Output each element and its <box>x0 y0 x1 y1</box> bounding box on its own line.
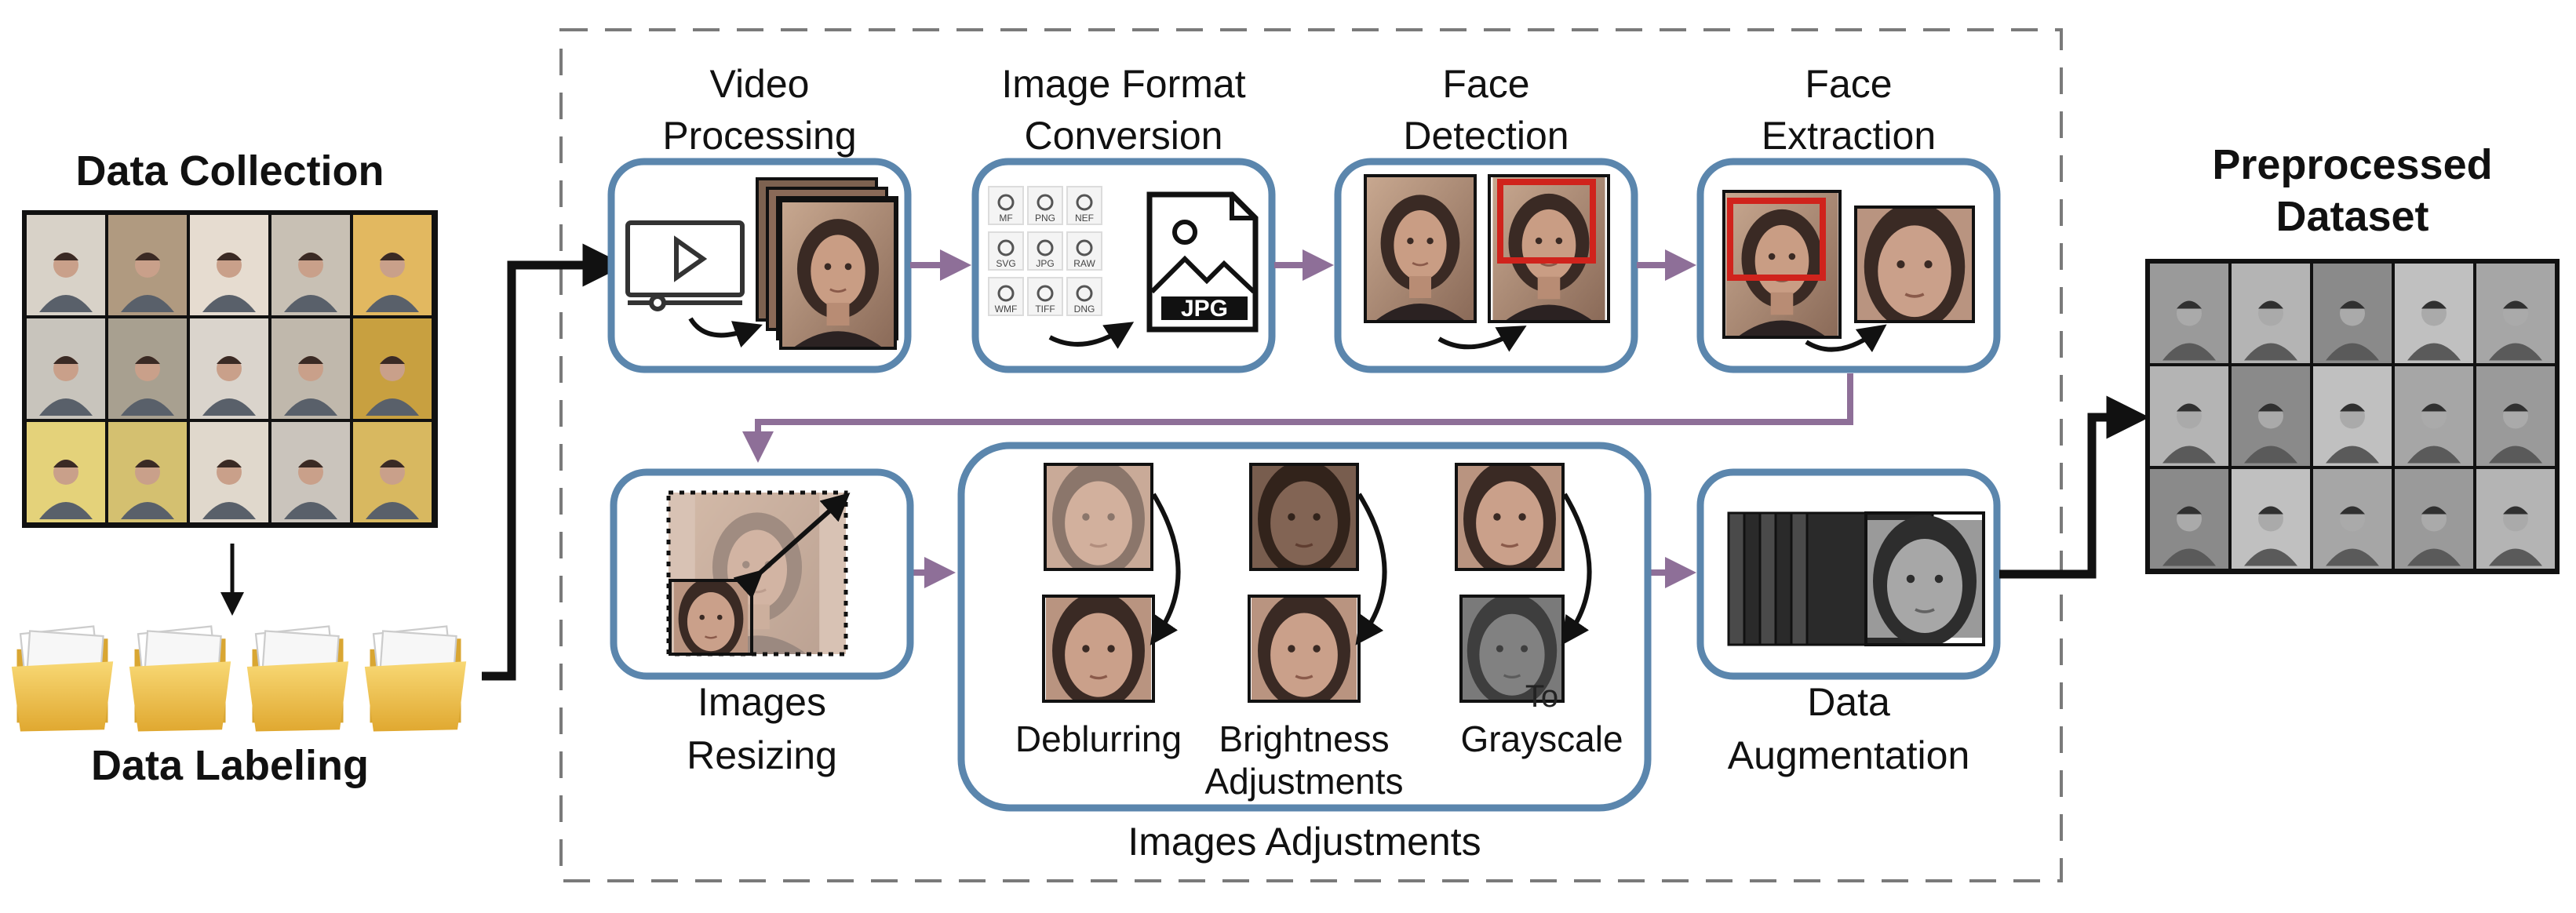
brightness-label-2: Adjustments <box>1204 761 1404 802</box>
video-processing-box <box>607 158 912 373</box>
face-extraction-label-1: Face <box>1805 62 1893 106</box>
image-format-conversion-label-2: Conversion <box>1024 114 1223 158</box>
video-processing-label-2: Processing <box>662 114 857 158</box>
format-icons-grid: MF PNG NEF SVG JPG RAW WMF TIFF DNG <box>988 186 1102 316</box>
detection-box-marker <box>1727 198 1826 281</box>
face-detection-label-2: Detection <box>1403 114 1569 158</box>
face-detection-box <box>1334 158 1638 373</box>
images-resizing-box <box>610 468 914 680</box>
image-format-conversion-box: MF PNG NEF SVG JPG RAW WMF TIFF DNG <box>971 158 1276 373</box>
images-adjustments-box <box>957 442 1652 812</box>
format-label: TIFF <box>1035 304 1055 315</box>
preprocessed-title-2: Dataset <box>2275 193 2429 240</box>
format-label: WMF <box>995 304 1018 315</box>
video-processing-label-1: Video <box>709 62 810 106</box>
data-augmentation-label-1: Data <box>1807 680 1890 724</box>
images-resizing-label-1: Images <box>698 680 826 724</box>
image-format-conversion-label-1: Image Format <box>1001 62 1246 106</box>
images-adjustments-title: Images Adjustments <box>1128 820 1481 864</box>
flow-arrows <box>742 249 1853 588</box>
curved-arrow-icon <box>1805 324 1887 353</box>
deblurring-label: Deblurring <box>1015 718 1182 759</box>
video-player-icon <box>625 220 745 311</box>
detection-box-marker <box>1497 179 1596 264</box>
data-collection-grid <box>22 210 438 528</box>
pipeline-to-output-arrow <box>1999 395 2150 579</box>
format-label: NEF <box>1075 213 1094 224</box>
brightness-label-1: Brightness <box>1219 718 1390 759</box>
data-collection-title: Data Collection <box>75 147 384 195</box>
labeling-to-pipeline-arrow <box>482 243 626 681</box>
preprocessed-title-1: Preprocessed <box>2212 141 2493 188</box>
data-augmentation-label-2: Augmentation <box>1727 733 1970 777</box>
face-extraction-box <box>1696 158 2001 373</box>
pipeline-dashed-frame <box>559 28 2063 882</box>
format-label: DNG <box>1074 304 1095 315</box>
curved-arrow-icon <box>1437 326 1527 352</box>
folder-icon <box>128 625 232 733</box>
format-label: PNG <box>1035 213 1055 224</box>
format-label: JPG <box>1036 258 1054 269</box>
images-resizing-label-2: Resizing <box>687 733 837 777</box>
format-label: SVG <box>996 258 1015 269</box>
data-labeling-title: Data Labeling <box>90 742 370 789</box>
curved-arrow-icon <box>1048 322 1135 349</box>
jpg-badge-text: JPG <box>1181 296 1228 322</box>
folder-icon <box>10 625 115 733</box>
format-label: RAW <box>1073 258 1095 269</box>
format-label: MF <box>999 213 1012 224</box>
folder-icons <box>10 625 468 733</box>
preprocessed-dataset-grid <box>2145 259 2560 574</box>
curved-arrow-icon <box>688 317 763 348</box>
face-detection-label-1: Face <box>1442 62 1530 106</box>
data-augmentation-box <box>1696 468 2001 680</box>
grayscale-label: Grayscale <box>1460 718 1623 759</box>
folder-icon <box>363 625 468 733</box>
grayscale-overlay-label: To <box>1525 679 1559 714</box>
face-extraction-label-2: Extraction <box>1761 114 1937 158</box>
folder-icon <box>246 625 350 733</box>
